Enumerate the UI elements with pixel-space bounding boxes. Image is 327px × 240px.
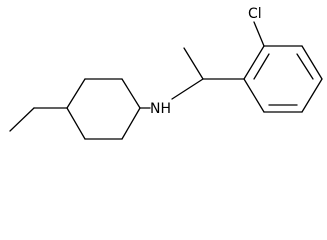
benzene-to-chlorine-bond (253, 21, 265, 47)
cyclohexane-bond-6 (66, 107, 86, 140)
benzene-bond-3 (301, 45, 323, 80)
ethyl-group (9, 107, 68, 132)
benzene-bond-1 (243, 45, 265, 80)
ethyl-terminal-bond (9, 107, 35, 132)
chlorine-label: Cl (248, 6, 262, 22)
amine-to-methine-bond (171, 78, 204, 100)
amine-label: NH (150, 101, 171, 117)
benzene-double-bond-1 (253, 53, 270, 80)
benzene-bond-4 (301, 78, 323, 113)
benzene-ring (243, 45, 323, 113)
benzene-bond-6 (243, 78, 265, 113)
benzene-double-bond-2 (296, 53, 314, 80)
cyclohexane-bond-3 (121, 78, 141, 109)
methyl-bond (183, 47, 204, 80)
cyclohexane-bond-1 (66, 78, 86, 109)
chemical-structure-diagram: NH Cl (9, 6, 323, 140)
cyclohexane-ring (66, 78, 141, 140)
cyclohexane-bond-4 (121, 107, 141, 140)
